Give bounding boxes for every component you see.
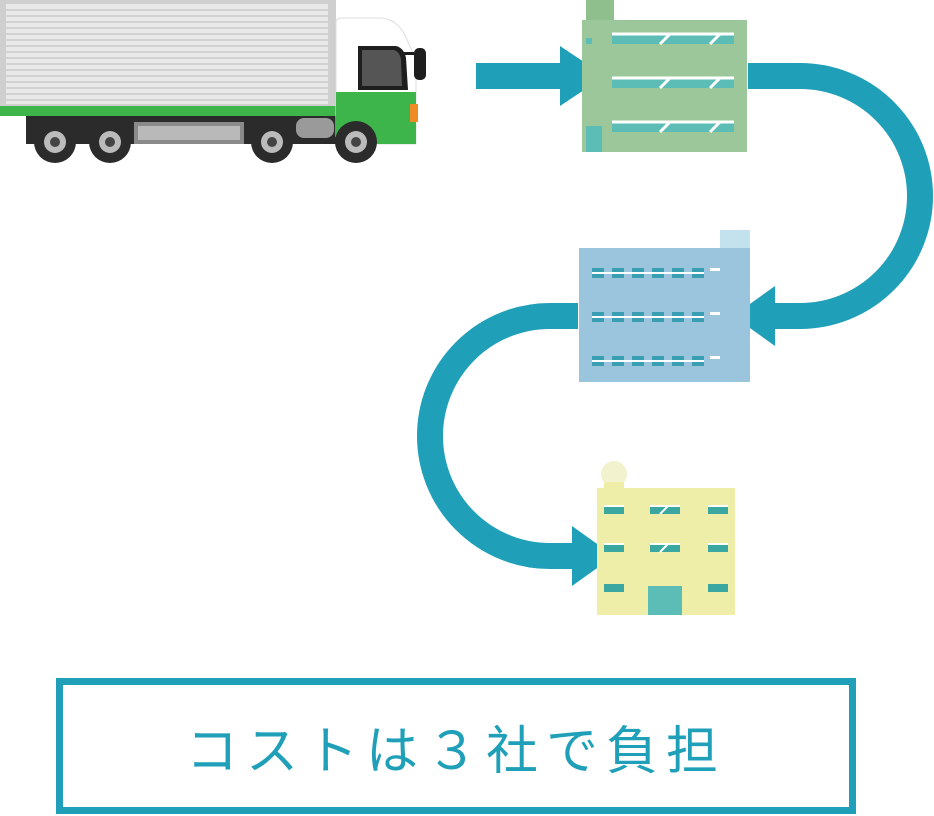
flow-arrow-factory-to-office: [748, 63, 933, 329]
office-building-icon: [579, 230, 750, 382]
apartment-building-icon: [597, 461, 735, 615]
factory-icon: [582, 0, 747, 152]
flow-arrows: [417, 63, 933, 569]
flow-arrow-office-to-apartment: [417, 303, 578, 569]
truck-icon: [0, 0, 426, 163]
arrow-head-office-icon: [733, 286, 775, 346]
truck-wheels: [34, 121, 377, 163]
arrow-head-apartment-icon: [572, 526, 614, 586]
cost-caption-box: コストは３社で負担: [56, 678, 856, 814]
cost-caption-text: コストは３社で負担: [185, 721, 726, 782]
